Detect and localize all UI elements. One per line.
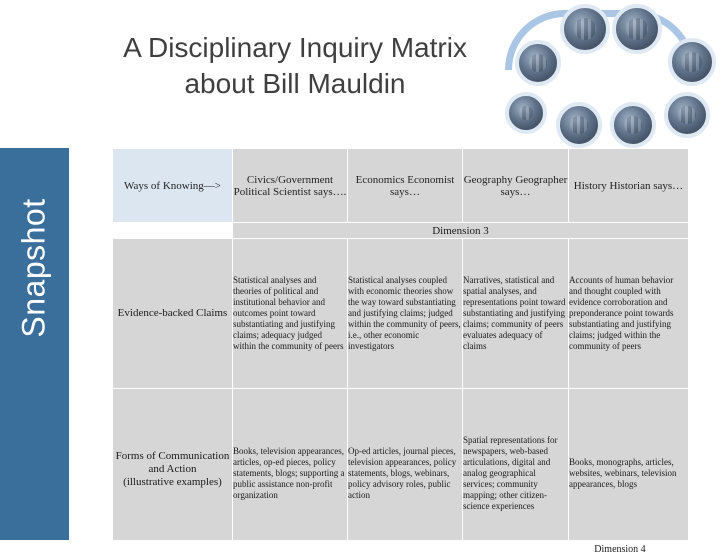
column-header-civics: Civics/Government Political Scientist sa…	[233, 149, 348, 223]
header-row: Ways of Knowing—> Civics/Government Poli…	[113, 149, 689, 223]
evidence-cell-geography: Narratives, statistical and spatial anal…	[463, 239, 569, 389]
forms-cell-civics: Books, television appearances, articles,…	[233, 389, 348, 541]
photo-circle	[668, 38, 716, 86]
photo-circle	[556, 102, 602, 148]
photo-circle	[505, 92, 547, 134]
photo-circle	[610, 102, 656, 148]
ways-of-knowing-header: Ways of Knowing—>	[113, 149, 233, 223]
forms-label-main: Forms of Communication and Action	[113, 450, 232, 476]
forms-row-label: Forms of Communication and Action (illus…	[113, 389, 233, 541]
dimension-3-row: Dimension 3	[113, 223, 689, 239]
inquiry-matrix: Ways of Knowing—> Civics/Government Poli…	[112, 148, 689, 541]
dimension-4-label: Dimension 4	[448, 544, 720, 555]
photo-circle	[560, 4, 610, 54]
forms-label-note: (illustrative examples)	[113, 476, 232, 489]
evidence-cell-economics: Statistical analyses coupled with econom…	[348, 239, 463, 389]
photo-circle	[612, 4, 662, 54]
column-header-economics: Economics Economist says…	[348, 149, 463, 223]
evidence-cell-history: Accounts of human behavior and thought c…	[569, 239, 689, 389]
photo-circle	[664, 92, 710, 138]
forms-row: Forms of Communication and Action (illus…	[113, 389, 689, 541]
page-title: A Disciplinary Inquiry Matrix about Bill…	[105, 30, 485, 102]
forms-cell-geography: Spatial representations for newspapers, …	[463, 389, 569, 541]
evidence-row-label: Evidence-backed Claims	[113, 239, 233, 389]
column-header-geography: Geography Geographer says…	[463, 149, 569, 223]
forms-cell-economics: Dimension 4 Op-ed articles, journal piec…	[348, 389, 463, 541]
evidence-cell-civics: Statistical analyses and theories of pol…	[233, 239, 348, 389]
dimension-3-label: Dimension 3	[233, 223, 689, 239]
photo-circle	[515, 40, 561, 86]
evidence-row: Evidence-backed Claims Statistical analy…	[113, 239, 689, 389]
empty-cell	[113, 223, 233, 239]
side-label: Snapshot	[16, 198, 53, 337]
forms-cell-economics-text: Op-ed articles, journal pieces, televisi…	[348, 446, 456, 500]
column-header-history: History Historian says…	[569, 149, 689, 223]
forms-cell-history: Books, monographs, articles, websites, w…	[569, 389, 689, 541]
